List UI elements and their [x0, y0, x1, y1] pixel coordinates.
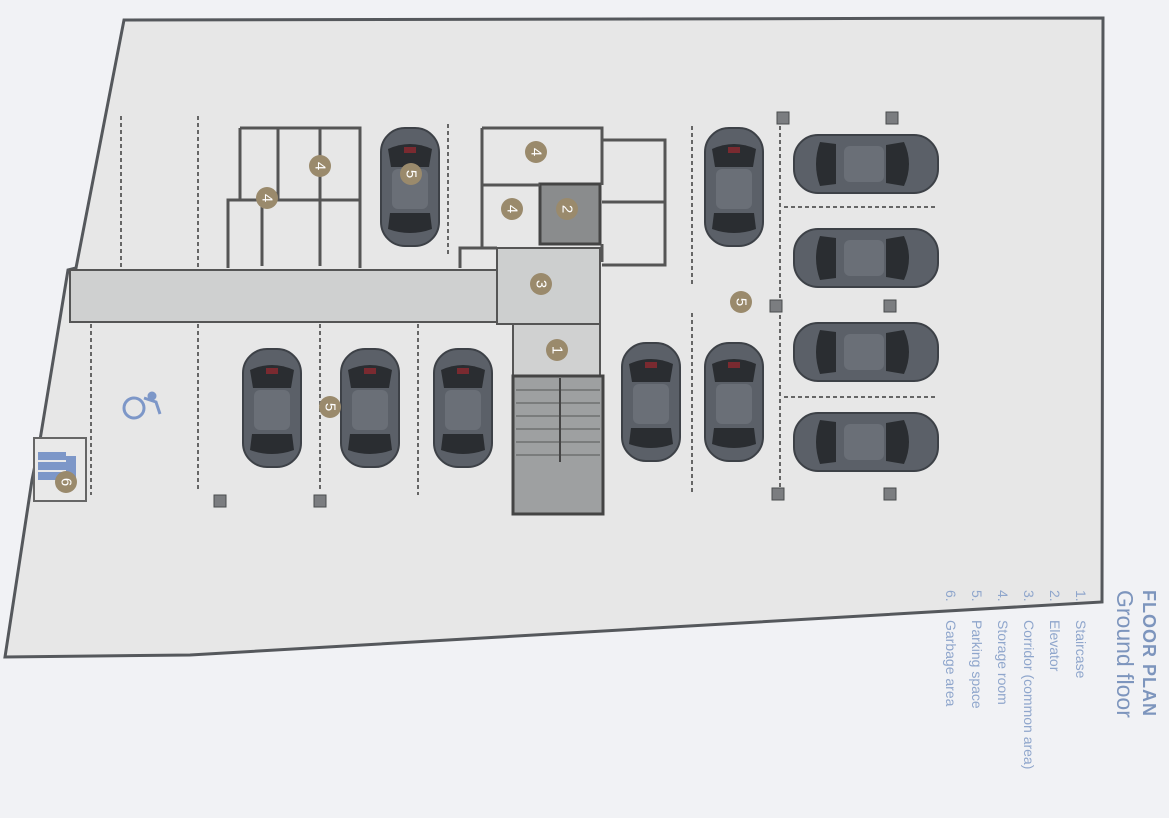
- marker-label: 5: [733, 298, 750, 306]
- room-markers: 1 2 3 4 4 4 4 5 5 5 6: [55, 141, 752, 493]
- marker-storage: 4: [525, 141, 547, 163]
- legend-label: Storage room: [995, 620, 1011, 705]
- corridor: [69, 269, 501, 323]
- legend-label: Garbage area: [943, 620, 959, 707]
- car: [793, 228, 939, 288]
- car: [433, 348, 493, 468]
- plan-subtitle: Ground floor: [1112, 590, 1138, 718]
- legend-label: Corridor (common area): [1021, 620, 1037, 770]
- car: [242, 348, 302, 468]
- legend-item: 2. Elevator: [1042, 590, 1068, 810]
- marker-storage: 4: [256, 187, 278, 209]
- marker-label: 4: [528, 148, 545, 156]
- marker-label: 5: [403, 170, 420, 178]
- legend-item: 6. Garbage area: [938, 590, 964, 810]
- car: [621, 342, 681, 462]
- car: [793, 322, 939, 382]
- legend-number: 3.: [1021, 590, 1037, 602]
- marker-parking: 5: [400, 163, 422, 185]
- marker-label: 2: [559, 205, 576, 213]
- wheelchair-icon: [122, 391, 162, 420]
- car: [793, 412, 939, 472]
- car: [793, 134, 939, 194]
- legend-label: Elevator: [1047, 620, 1063, 672]
- marker-staircase: 1: [546, 339, 568, 361]
- staircase: [511, 374, 605, 516]
- car: [704, 127, 764, 247]
- storage-block-right: [480, 126, 667, 267]
- legend-item: 5. Parking space: [964, 590, 990, 810]
- plan-title: FLOOR PLAN: [1139, 590, 1159, 717]
- legend-number: 6.: [943, 590, 959, 602]
- legend-item: 3. Corridor (common area): [1016, 590, 1042, 810]
- legend: FLOOR PLAN Ground floor 1. Staircase 2. Ele…: [800, 590, 1169, 810]
- marker-label: 6: [58, 478, 75, 486]
- marker-corridor: 3: [530, 273, 552, 295]
- marker-label: 3: [533, 280, 550, 288]
- marker-parking: 5: [319, 396, 341, 418]
- legend-number: 4.: [995, 590, 1011, 602]
- marker-garbage: 6: [55, 471, 77, 493]
- marker-label: 5: [322, 403, 339, 411]
- columns: [213, 111, 899, 508]
- legend-number: 5.: [969, 590, 985, 602]
- marker-parking: 5: [730, 291, 752, 313]
- marker-label: 1: [549, 346, 566, 354]
- garbage-bin-icon: [38, 452, 76, 484]
- legend-label: Staircase: [1073, 620, 1089, 679]
- legend-item: 4. Storage room: [990, 590, 1016, 810]
- marker-label: 4: [312, 162, 329, 170]
- legend-number: 1.: [1073, 590, 1089, 602]
- car: [380, 127, 440, 247]
- car: [340, 348, 400, 468]
- legend-label: Parking space: [969, 620, 985, 709]
- legend-item: 1. Staircase: [1068, 590, 1094, 810]
- marker-label: 4: [504, 205, 521, 213]
- legend-number: 2.: [1047, 590, 1063, 602]
- marker-label: 4: [259, 194, 276, 202]
- car: [704, 342, 764, 462]
- marker-elevator: 2: [556, 198, 578, 220]
- marker-storage: 4: [309, 155, 331, 177]
- marker-storage: 4: [501, 198, 523, 220]
